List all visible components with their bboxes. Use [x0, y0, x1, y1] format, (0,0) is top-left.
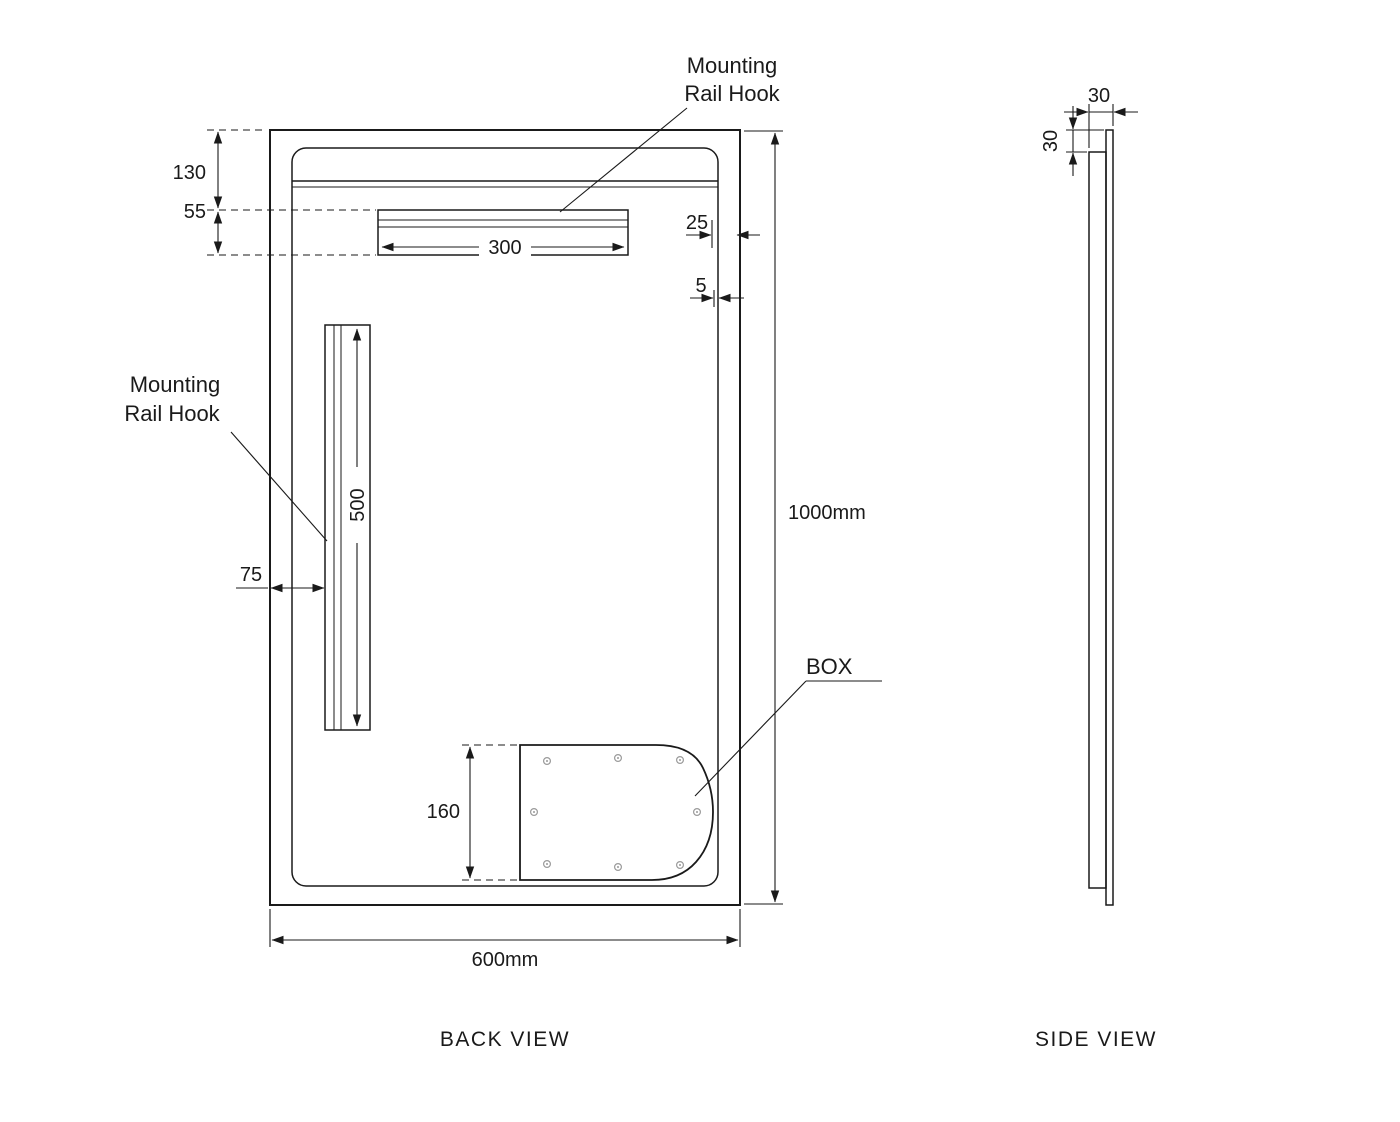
- label-box: BOX: [694, 654, 882, 797]
- dim-group-5: 5: [690, 275, 744, 307]
- dim-group-130-55: 130 55: [173, 129, 376, 256]
- dim-rail-thickness: 55: [184, 201, 206, 223]
- screw-holes: [529, 753, 701, 871]
- mounting-rail-hook-left-line2: Rail Hook: [124, 401, 220, 426]
- vertical-mounting-rail: 500: [324, 324, 371, 731]
- dim-rail-side-inset: 75: [240, 564, 262, 586]
- junction-box: [519, 744, 714, 881]
- dim-group-top-inset: 30: [1040, 106, 1104, 176]
- mounting-rail-hook-top-line2: Rail Hook: [684, 81, 780, 106]
- dim-top-offset: 130: [173, 162, 206, 184]
- dim-vertical-rail-length: 500: [347, 488, 369, 521]
- dim-overall-height: 1000mm: [788, 502, 866, 524]
- box-label: BOX: [806, 654, 853, 679]
- dim-thickness: 30: [1088, 85, 1110, 107]
- dim-group-thickness: 30: [1064, 85, 1138, 148]
- dim-right-inset: 25: [686, 212, 708, 234]
- dim-group-160: 160: [427, 744, 518, 881]
- top-mounting-rail: 300: [377, 209, 629, 259]
- label-mounting-rail-hook-top: Mounting Rail Hook: [559, 53, 781, 213]
- back-view-caption: BACK VIEW: [440, 1028, 570, 1051]
- side-view-caption: SIDE VIEW: [1035, 1028, 1157, 1051]
- back-view: 300 500: [124, 53, 882, 1051]
- mounting-rail-hook-top-line1: Mounting: [687, 53, 778, 78]
- side-view: 30 30 SIDE VIEW: [1035, 85, 1157, 1051]
- side-panel: [1088, 129, 1114, 906]
- dim-top-inset: 30: [1040, 130, 1062, 152]
- mirror-frame: [269, 129, 741, 906]
- dim-group-75: 75: [236, 564, 325, 593]
- dim-box-height: 160: [427, 801, 460, 823]
- dim-rail-length: 300: [488, 237, 521, 259]
- label-mounting-rail-hook-left: Mounting Rail Hook: [124, 372, 328, 542]
- dim-overall-width: 600mm: [472, 949, 539, 971]
- dim-group-25: 25: [686, 212, 760, 248]
- dim-group-width: 600mm: [269, 909, 741, 971]
- mounting-rail-hook-left-line1: Mounting: [130, 372, 221, 397]
- dim-group-height: 1000mm: [744, 130, 866, 905]
- dim-edge-gap: 5: [695, 275, 706, 297]
